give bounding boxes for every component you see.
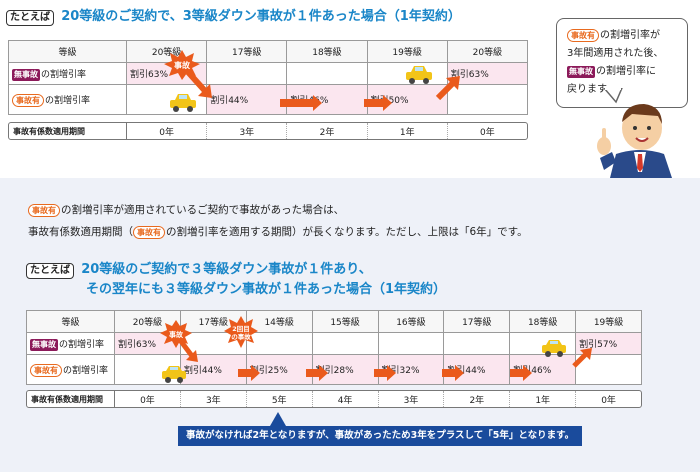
arrow-icon: [364, 95, 392, 111]
rate-cell: [286, 62, 368, 85]
period-cell: 0年: [480, 127, 495, 138]
bubble-tail-icon: [604, 88, 623, 104]
accident-row-label: 事故有の割増引率: [26, 354, 115, 385]
period-cell: 2年: [444, 391, 511, 407]
period-cell: 1年: [510, 391, 577, 407]
car-icon: [170, 94, 196, 112]
header-cell: 等級: [8, 40, 127, 63]
car-icon: [162, 366, 186, 383]
period-cell: 0年: [601, 395, 616, 406]
accident-row-label: 事故有の割増引率: [8, 84, 127, 115]
period-cell: 1年: [368, 123, 448, 139]
header-cell: 20等級: [446, 40, 529, 63]
rate-cell: 割引63%: [446, 62, 529, 85]
speech-bubble: 事故有の割増引率が 3年間適用された後、 無事故の割増引率に 戻ります。: [556, 18, 688, 108]
rate-cell: [206, 62, 288, 85]
example-tag: たとえば: [6, 10, 54, 26]
rate-cell: 割引44%: [179, 354, 247, 385]
example2-heading: たとえば 20等級のご契約で３等級ダウン事故が１件あり、: [26, 262, 372, 279]
example1-heading: たとえば 20等級のご契約で、3等級ダウン事故が１件あった場合（1年契約）: [6, 9, 461, 26]
table-row: 等級 20等級 17等級 14等級 15等級 16等級 17等級 18等級 19…: [26, 310, 642, 333]
explain-line1: 事故有の割増引率が適用されているご契約で事故があった場合は、: [28, 202, 344, 218]
no-accident-row-label: 無事故の割増引率: [8, 62, 127, 85]
header-cell: 14等級: [245, 310, 313, 333]
example2-title-line2: その翌年にも３等級ダウン事故が１件あった場合（1年契約）: [86, 282, 447, 297]
arrow-icon: [442, 365, 464, 381]
arrow-icon: [510, 365, 532, 381]
period-cell: 0年: [127, 123, 208, 139]
period-cell: 0年: [115, 391, 181, 407]
svg-text:事故: 事故: [174, 60, 191, 70]
example1-period-row: 事故有係数適用期間 0年 3年 2年 1年 0年: [8, 122, 528, 140]
table-row: 等級 20等級 17等級 18等級 19等級 20等級: [8, 40, 529, 63]
arrow-icon: [374, 365, 396, 381]
period-cell: 4年: [313, 391, 379, 407]
arrow-icon: [280, 95, 322, 111]
svg-text:の事故: の事故: [231, 332, 251, 341]
arrow-icon: [306, 365, 328, 381]
header-cell: 18等級: [509, 310, 577, 333]
header-cell: 等級: [26, 310, 115, 333]
car-icon: [406, 66, 432, 84]
arrow-icon: [238, 365, 260, 381]
diagonal-arrow-icon: [436, 76, 460, 100]
svg-text:2回目: 2回目: [232, 324, 250, 333]
no-accident-row-label: 無事故の割増引率: [26, 332, 115, 355]
header-cell: 17等級: [206, 40, 288, 63]
diagonal-arrow-icon: [572, 348, 592, 368]
rate-cell: [125, 84, 208, 115]
rate-cell: [311, 332, 379, 355]
explain-line2: 事故有係数適用期間（事故有の割増引率を適用する期間）が長くなります。ただし、上限…: [28, 226, 528, 239]
diagonal-arrow-icon: [178, 338, 198, 362]
period-cell: 5年: [247, 391, 313, 407]
rate-cell: 割引57%: [575, 332, 642, 355]
period-cell: 3年: [181, 391, 247, 407]
example-tag: たとえば: [26, 263, 74, 279]
accident-burst-icon: 事故: [164, 50, 200, 80]
example2-period-row: 事故有係数適用期間 0年 3年 5年 4年 3年 2年 1年 0年: [26, 390, 642, 408]
example1-title: 20等級のご契約で、3等級ダウン事故が１件あった場合（1年契約）: [61, 9, 461, 24]
table-row: 事故有の割増引率 割引44% 割引25% 割引28% 割引32% 割引44% 割…: [26, 354, 642, 385]
header-cell: 19等級: [575, 310, 642, 333]
rate-cell: [446, 84, 529, 115]
rate-cell: 割引44%: [206, 84, 288, 115]
rate-cell: [377, 332, 445, 355]
period-label: 事故有係数適用期間: [9, 123, 127, 139]
header-cell: 15等級: [311, 310, 379, 333]
period-cell: 2年: [287, 123, 368, 139]
note-box: 事故がなければ2年となりますが、事故があったため3年をプラスして「5年」となりま…: [178, 426, 583, 446]
svg-text:事故: 事故: [169, 330, 183, 339]
rate-cell: [575, 354, 642, 385]
header-cell: 16等級: [377, 310, 445, 333]
header-cell: 17等級: [443, 310, 511, 333]
example2-title-line1: 20等級のご契約で３等級ダウン事故が１件あり、: [81, 262, 372, 277]
advisor-character-icon: [597, 104, 672, 178]
period-cell: 3年: [207, 123, 288, 139]
rate-cell: [443, 332, 511, 355]
period-label: 事故有係数適用期間: [27, 391, 115, 407]
accident-burst-icon: 事故: [160, 320, 192, 348]
diagonal-arrow-icon: [186, 70, 212, 98]
header-cell: 19等級: [366, 40, 448, 63]
table-row: 無事故の割増引率 割引63% 割引57%: [26, 332, 642, 355]
header-cell: 18等級: [286, 40, 368, 63]
car-icon: [542, 340, 566, 357]
note-pointer-icon: [270, 412, 286, 426]
period-cell: 3年: [379, 391, 445, 407]
